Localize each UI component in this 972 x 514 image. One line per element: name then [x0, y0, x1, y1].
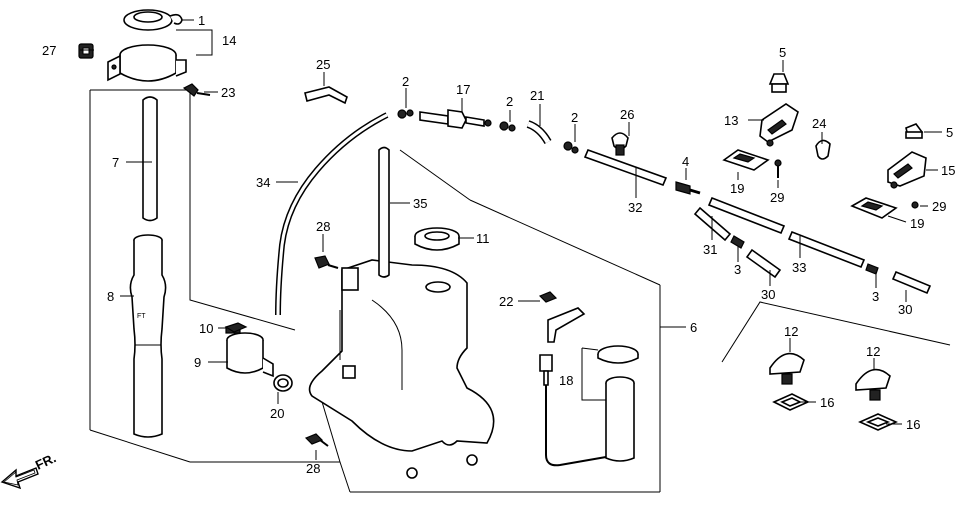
nut-5b — [905, 123, 924, 139]
callout-2b: 2 — [506, 94, 513, 109]
check-valve-17 — [419, 109, 492, 129]
callout-27: 27 — [42, 43, 56, 58]
callout-21: 21 — [530, 88, 544, 103]
callout-3b: 3 — [872, 289, 879, 304]
callout-6: 6 — [690, 320, 697, 335]
tube-30a — [745, 248, 782, 279]
filler-pipe — [142, 96, 158, 222]
callout-28b: 28 — [306, 461, 320, 476]
callout-2a: 2 — [402, 74, 409, 89]
level-sensor — [539, 345, 639, 467]
screw-29a — [774, 159, 782, 178]
callout-24: 24 — [812, 116, 826, 131]
filler-tube: FT — [129, 234, 167, 438]
clip-19a — [722, 149, 770, 171]
callout-19a: 19 — [730, 181, 744, 196]
reservoir-tank — [308, 259, 495, 479]
filler-neck — [107, 44, 187, 82]
callout-5b: 5 — [946, 125, 953, 140]
bolt-28a — [314, 255, 339, 269]
callout-23: 23 — [221, 85, 235, 100]
callout-5a: 5 — [779, 45, 786, 60]
clip-24 — [815, 139, 831, 160]
joint-3a — [730, 235, 745, 249]
callout-28a: 28 — [316, 219, 330, 234]
callout-33: 33 — [792, 260, 806, 275]
callout-labels: 1 14 27 23 25 2 17 2 21 2 26 5 13 24 5 7… — [42, 13, 955, 476]
callout-30a: 30 — [761, 287, 775, 302]
tee-joint-4 — [675, 181, 701, 195]
grommet-11 — [414, 227, 460, 251]
bolt-28b — [304, 433, 329, 447]
callout-29a: 29 — [770, 190, 784, 205]
callout-25: 25 — [316, 57, 330, 72]
joint-2c — [563, 141, 579, 154]
callout-34: 34 — [256, 175, 270, 190]
bolt-23 — [182, 83, 211, 97]
callout-17: 17 — [456, 82, 470, 97]
bolt-22 — [538, 291, 558, 303]
hose-21 — [526, 120, 552, 145]
callout-35: 35 — [413, 196, 427, 211]
nozzle-13 — [759, 103, 799, 147]
front-direction-label: FR. — [33, 450, 58, 472]
screw-29b — [911, 201, 919, 209]
group-boundary — [89, 89, 661, 493]
callout-32: 32 — [628, 200, 642, 215]
callout-12a: 12 — [784, 324, 798, 339]
callout-9: 9 — [194, 355, 201, 370]
callout-15: 15 — [941, 163, 955, 178]
callout-20: 20 — [270, 406, 284, 421]
callout-14: 14 — [222, 33, 236, 48]
reservoir-cap — [123, 9, 183, 31]
callout-11: 11 — [476, 231, 490, 246]
callout-31: 31 — [703, 242, 717, 257]
callout-4: 4 — [682, 154, 689, 169]
callout-16a: 16 — [820, 395, 834, 410]
callout-3a: 3 — [734, 262, 741, 277]
tube-32 — [583, 148, 668, 187]
clip-10 — [224, 322, 248, 333]
front-direction-arrow — [0, 467, 39, 490]
leader-lines — [80, 19, 942, 460]
callout-8: 8 — [107, 289, 114, 304]
callout-22: 22 — [499, 294, 513, 309]
svg-text:FT: FT — [137, 313, 146, 320]
callout-30b: 30 — [898, 302, 912, 317]
hose-34 — [275, 112, 389, 316]
clip-19b — [850, 197, 898, 219]
joint-2b — [499, 121, 516, 132]
joint-2a — [397, 109, 414, 119]
callout-18: 18 — [559, 373, 573, 388]
nozzle-15 — [887, 151, 927, 189]
callout-16b: 16 — [906, 417, 920, 432]
callout-2c: 2 — [571, 110, 578, 125]
clip-27 — [78, 43, 94, 59]
tube-30b — [891, 270, 932, 295]
callout-29b: 29 — [932, 199, 946, 214]
tube-35 — [378, 146, 390, 278]
callout-1: 1 — [198, 13, 205, 28]
gasket-16b — [858, 413, 898, 431]
callout-13: 13 — [724, 113, 738, 128]
clip-26 — [611, 132, 629, 156]
callout-12b: 12 — [866, 344, 880, 359]
sensor-bracket — [547, 307, 586, 343]
callout-10: 10 — [199, 321, 213, 336]
nut-5a — [768, 73, 790, 93]
washer-pump — [225, 326, 274, 378]
callout-19b: 19 — [910, 216, 924, 231]
clip-25 — [304, 86, 348, 105]
nozzle-12a — [769, 352, 805, 385]
callout-26: 26 — [620, 107, 634, 122]
nozzle-12b — [855, 368, 891, 401]
tube-33 — [707, 196, 866, 269]
nozzle-group-boundary — [721, 301, 951, 363]
grommet-20 — [273, 374, 293, 392]
callout-7: 7 — [112, 155, 119, 170]
